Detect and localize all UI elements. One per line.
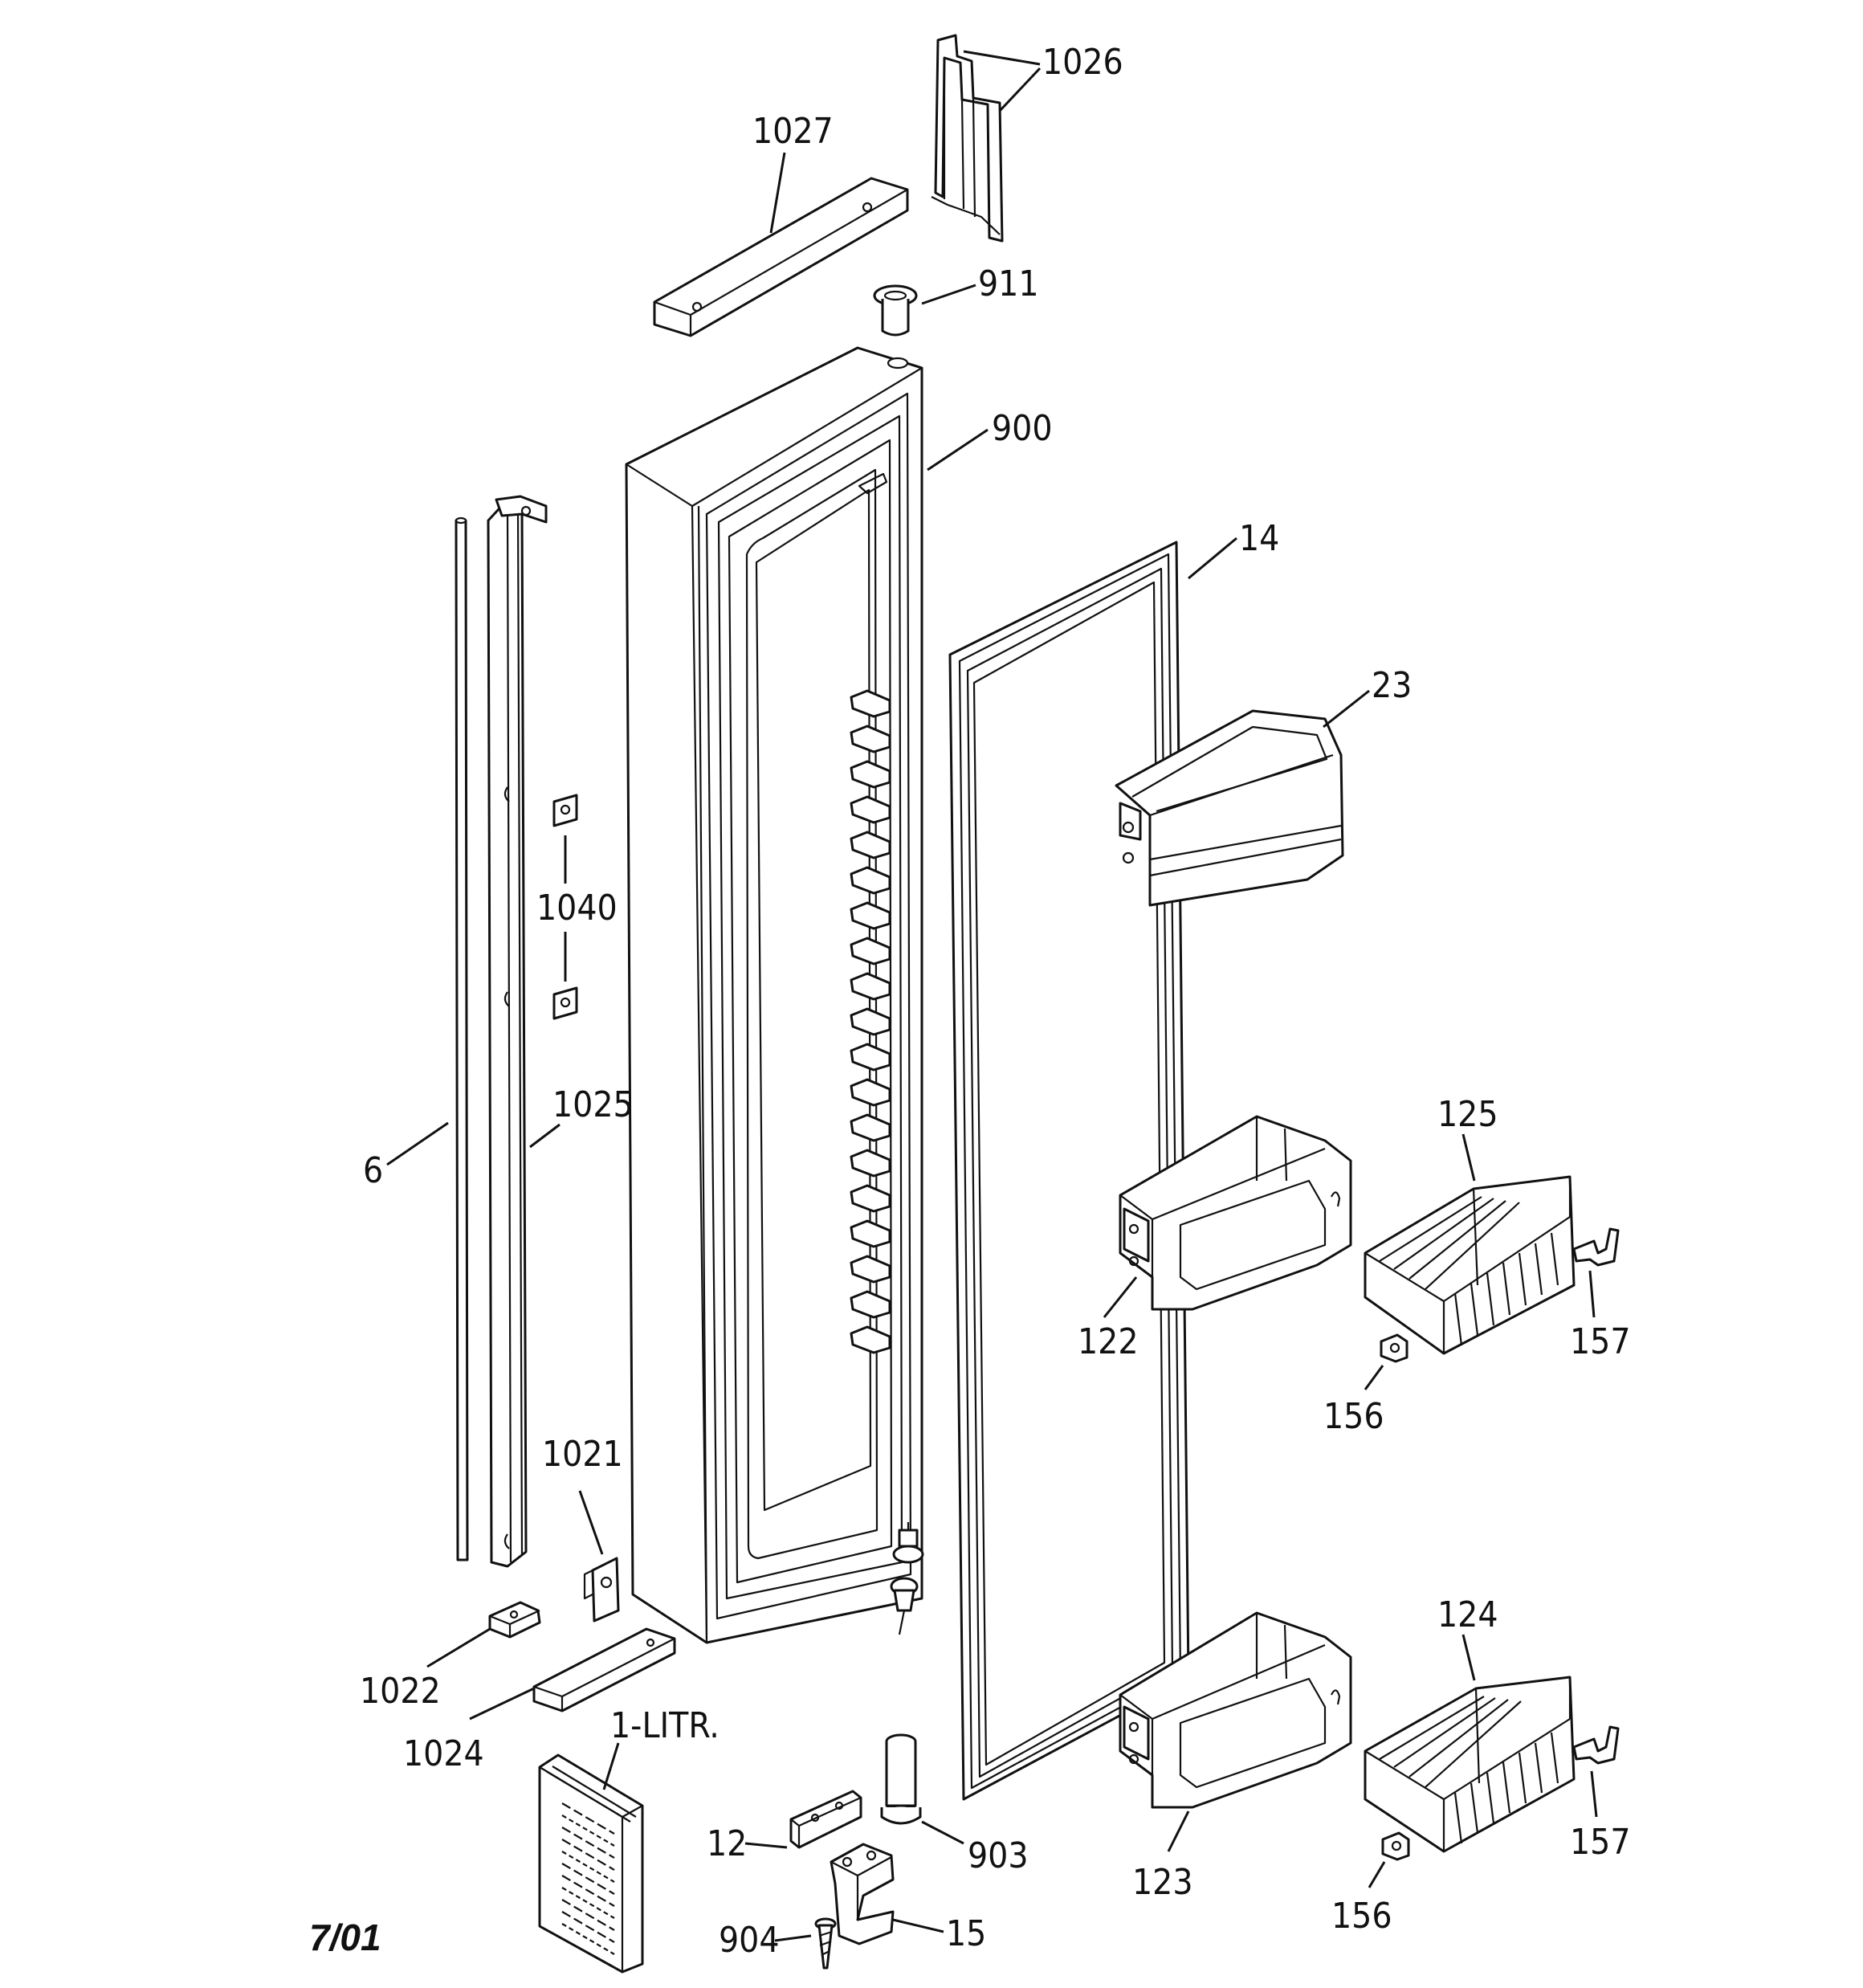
part-900-hinge-stub xyxy=(890,1522,924,1635)
shelf-clip xyxy=(850,1149,891,1178)
label-15: 15 xyxy=(946,1913,986,1954)
shelf-clip xyxy=(850,1219,891,1248)
part-23-door-bin xyxy=(1115,709,1344,907)
shelf-clip xyxy=(850,1113,891,1142)
booklet-text-line xyxy=(561,1827,615,1859)
shelf-clip xyxy=(850,1184,891,1213)
part-157-knob-lower xyxy=(1572,1725,1620,1765)
part-1025-rail xyxy=(487,495,548,1568)
part-1040-bracket-top xyxy=(552,794,578,827)
shelf-clip xyxy=(850,795,891,824)
label-157-upper: 157 xyxy=(1570,1321,1631,1362)
label-900: 900 xyxy=(992,408,1053,449)
shelf-clip xyxy=(850,937,891,965)
shelf-clip xyxy=(850,866,891,895)
part-1026-channel xyxy=(931,34,1004,243)
booklet-text-line xyxy=(561,1815,615,1847)
shelf-clip xyxy=(850,1325,891,1354)
shelf-clip xyxy=(850,901,891,930)
booklet-text-line xyxy=(561,1802,615,1835)
label-1021: 1021 xyxy=(542,1434,623,1475)
shelf-clip xyxy=(850,760,891,789)
part-124-wire-basket xyxy=(1364,1676,1576,1853)
date-code: 7/01 xyxy=(309,1917,381,1958)
part-157-knob-upper xyxy=(1572,1227,1620,1267)
label-156-upper: 156 xyxy=(1323,1396,1384,1437)
booklet-text-line xyxy=(561,1863,615,1895)
part-156-clip-lower xyxy=(1381,1831,1410,1861)
part-14-gasket xyxy=(948,541,1190,1801)
part-904-screw xyxy=(814,1917,837,1970)
label-12: 12 xyxy=(707,1823,747,1864)
label-23: 23 xyxy=(1372,665,1412,706)
label-911: 911 xyxy=(978,263,1039,304)
shelf-clip xyxy=(850,831,891,859)
label-122: 122 xyxy=(1078,1321,1139,1362)
part-12-hinge-plate xyxy=(789,1790,862,1849)
booklet-text-line xyxy=(561,1887,615,1919)
label-1-litr: 1-LITR. xyxy=(610,1705,720,1746)
part-156-clip-upper xyxy=(1380,1333,1408,1363)
shelf-clip xyxy=(850,725,891,753)
label-156-lower: 156 xyxy=(1331,1896,1392,1937)
booklet-text-line xyxy=(561,1911,615,1943)
shelf-clip xyxy=(850,1255,891,1284)
label-1025: 1025 xyxy=(552,1084,634,1125)
label-1026: 1026 xyxy=(1042,42,1123,83)
label-6: 6 xyxy=(363,1150,383,1191)
part-1040-bracket-bottom xyxy=(552,986,578,1020)
part-123-door-bin xyxy=(1119,1611,1352,1809)
part-911-bushing xyxy=(873,284,918,337)
shelf-clip xyxy=(850,972,891,1001)
part-1022-block xyxy=(488,1601,541,1639)
booklet-text-line xyxy=(561,1875,615,1907)
label-1040: 1040 xyxy=(536,888,618,929)
shelf-clip xyxy=(850,1007,891,1036)
booklet-text-line xyxy=(561,1839,615,1871)
booklet-text-line xyxy=(561,1899,615,1931)
label-903: 903 xyxy=(968,1835,1029,1876)
part-1024-bracket xyxy=(532,1627,676,1712)
booklet-text-line xyxy=(561,1851,615,1883)
part-125-wire-basket xyxy=(1364,1175,1576,1355)
part-1-litr-booklet xyxy=(538,1753,644,1974)
shelf-clip xyxy=(850,1290,891,1319)
booklet-text-line xyxy=(561,1923,615,1955)
part-1021-bracket xyxy=(583,1557,620,1623)
part-903-pin xyxy=(880,1733,922,1825)
label-14: 14 xyxy=(1239,518,1279,559)
shelf-clip xyxy=(850,1043,891,1072)
label-125: 125 xyxy=(1437,1094,1498,1135)
shelf-clip xyxy=(850,1078,891,1107)
label-123: 123 xyxy=(1132,1862,1193,1903)
part-122-door-bin xyxy=(1119,1115,1352,1311)
label-157-lower: 157 xyxy=(1570,1822,1631,1863)
label-1022: 1022 xyxy=(360,1671,441,1712)
part-15-hinge xyxy=(830,1843,895,1945)
label-1027: 1027 xyxy=(752,111,834,152)
part-900-shelf-clips xyxy=(850,689,891,1354)
part-900-door xyxy=(625,346,923,1644)
part-6-rod xyxy=(455,516,469,1561)
part-1027-top-cap xyxy=(653,177,909,337)
shelf-clip xyxy=(850,689,891,718)
label-124: 124 xyxy=(1437,1594,1498,1635)
label-1024: 1024 xyxy=(403,1733,484,1774)
label-904: 904 xyxy=(719,1920,780,1961)
